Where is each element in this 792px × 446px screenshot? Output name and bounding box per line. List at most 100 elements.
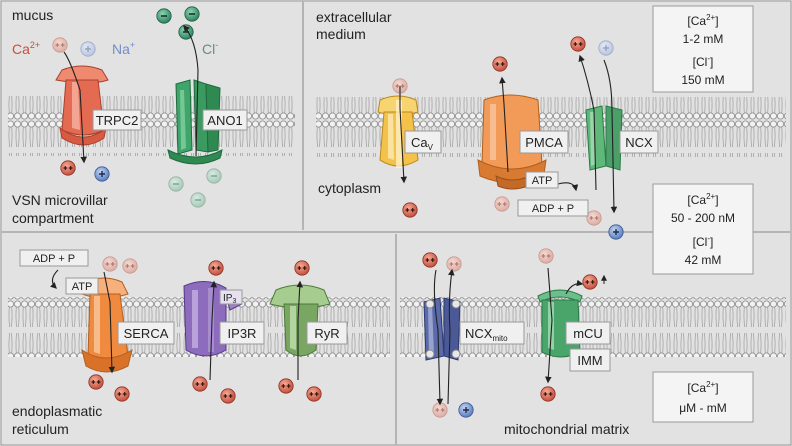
conc-box-mitochondria: [652, 371, 754, 423]
conc-extra-ca-label: [Ca2+]: [687, 13, 718, 28]
ncx-mito-exchanger: [423, 297, 461, 361]
calcium-ion-icon: [52, 37, 68, 53]
flux-arrows: [49, 24, 618, 406]
label-adp-pmca: ADP + P: [532, 203, 574, 215]
arrow-ryr-release: [296, 280, 304, 380]
calcium-ion-icon: [102, 256, 118, 272]
label-mito-matrix: mitochondrial matrix: [504, 421, 629, 437]
adp-box-pmca: [517, 199, 589, 217]
label-ncx-mito: NCXmito: [465, 326, 508, 343]
label-cytoplasm: cytoplasm: [318, 180, 381, 196]
label-vsn-2: compartment: [12, 210, 94, 226]
label-extracellular-2: medium: [316, 26, 366, 42]
label-trpc2: TRPC2: [96, 113, 139, 128]
label-er-2: reticulum: [12, 421, 69, 437]
label-vsn-1: VSN microvillar: [12, 192, 108, 208]
label-mcu: mCU: [573, 326, 603, 341]
label-er-1: endoplasmatic: [12, 403, 102, 419]
calcium-ion-icon: [586, 210, 602, 226]
legend-ca: Ca2+: [12, 40, 40, 57]
calcium-ion-icon: [432, 402, 448, 418]
calcium-ion-icon: [570, 36, 586, 52]
conc-mito-ca-label: [Ca2+]: [687, 380, 718, 395]
chloride-ion-icon: [156, 8, 172, 24]
arrow-mcu-uptake: [545, 267, 553, 384]
label-ryr: RyR: [314, 326, 339, 341]
calcium-ion-icon: [494, 196, 510, 212]
chloride-ion-icon: [206, 168, 222, 184]
label-ip3r: IP3R: [228, 326, 257, 341]
ip3r-channel: [183, 281, 243, 357]
sodium-ion-icon: [94, 166, 110, 182]
atp-box-pmca: [525, 171, 559, 189]
arrow-ano1-efflux: [183, 24, 199, 157]
calcium-ion-icon: [122, 258, 138, 274]
arrow-pmca-efflux: [499, 76, 509, 173]
calcium-ion-icon: [306, 386, 322, 402]
arrow-cav-influx: [399, 86, 408, 184]
atp-box-serca: [65, 277, 99, 295]
legend-na: Na+: [112, 40, 135, 57]
conc-extra-ca-value: 1-2 mM: [683, 32, 724, 46]
arrow-serca-influx: [103, 271, 116, 374]
conc-mito-ca-value: μM - mM: [679, 401, 727, 415]
calcium-ion-icon: [220, 388, 236, 404]
ncx-exchanger: [585, 105, 623, 171]
label-atp-serca: ATP: [72, 281, 93, 293]
calcium-ion-icon: [192, 376, 208, 392]
calcium-ion-icon: [114, 386, 130, 402]
sodium-ion-icon: [608, 224, 624, 240]
calcium-ion-icon: [208, 260, 224, 276]
arrow-pmca-atp: [557, 182, 579, 192]
calcium-ion-icon: [402, 202, 418, 218]
chloride-ion-icon: [168, 176, 184, 192]
calcium-ion-icon: [422, 252, 438, 268]
arrow-mcu-regulation: [565, 279, 584, 295]
conc-cyto-cl-label: [Cl-]: [693, 234, 714, 249]
conc-cyto-cl-value: 42 mM: [685, 253, 722, 267]
label-pmca: PMCA: [525, 135, 563, 150]
label-cav: CaV: [411, 135, 434, 152]
calcium-ion-icon: [446, 256, 462, 272]
conc-cyto-ca-label: [Ca2+]: [687, 192, 718, 207]
label-extracellular-1: extracellular: [316, 9, 392, 25]
chloride-ion-icon: [190, 192, 206, 208]
calcium-ion-icon: [582, 274, 598, 290]
arrow-ncx-ca-efflux: [578, 54, 597, 191]
label-ip3: IP3: [223, 293, 236, 305]
label-imm: IMM: [577, 353, 602, 368]
calcium-ion-icon: [88, 374, 104, 390]
arrow-trpc2-influx: [63, 51, 88, 164]
adp-box-serca: [19, 249, 89, 267]
chloride-ion-icon: [184, 6, 200, 22]
conc-box-cytoplasm: [652, 183, 754, 275]
sodium-ion-icon: [458, 402, 474, 418]
arrow-ncxmito-ca-efflux: [433, 269, 444, 406]
conc-box-extracellular: [652, 5, 754, 93]
arrow-ncxmito-na-influx: [447, 268, 455, 405]
arrow-ncx-na-influx: [603, 59, 618, 214]
calcium-ion-icon: [538, 248, 554, 264]
conc-cyto-ca-value: 50 - 200 nM: [671, 211, 735, 225]
plasma-membrane-vsn: [8, 96, 295, 156]
label-mucus: mucus: [12, 7, 53, 23]
calcium-ion-icon: [294, 260, 310, 276]
label-serca: SERCA: [124, 326, 169, 341]
calcium-ion-icon: [60, 160, 76, 176]
label-atp-pmca: ATP: [532, 175, 553, 187]
arrow-ip3r-release: [209, 280, 218, 381]
calcium-ion-icon: [492, 56, 508, 72]
arrow-serca-atp: [49, 269, 59, 289]
sodium-ion-icon: [80, 41, 96, 57]
sodium-ion-icon: [598, 40, 614, 56]
legend-cl: Cl-: [202, 40, 218, 57]
conc-extra-cl-label: [Cl-]: [693, 54, 714, 69]
calcium-ion-icon: [540, 386, 556, 402]
label-ncx: NCX: [625, 135, 653, 150]
label-adp-serca: ADP + P: [33, 253, 75, 265]
conc-extra-cl-value: 150 mM: [681, 73, 724, 87]
label-ano1: ANO1: [207, 113, 242, 128]
calcium-ion-icon: [278, 378, 294, 394]
